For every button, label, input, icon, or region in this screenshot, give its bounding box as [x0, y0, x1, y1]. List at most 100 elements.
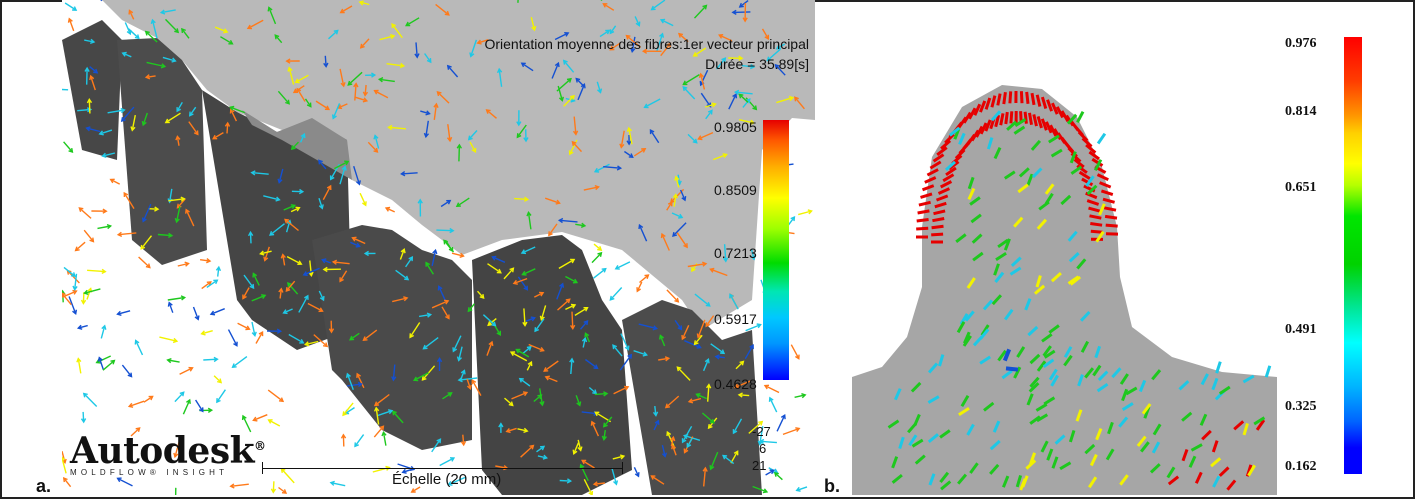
fiber-arrow-head: [390, 34, 396, 40]
fiber-arrow: [734, 380, 751, 389]
fiber-arrow-head: [194, 315, 200, 321]
fiber-arrow-head: [649, 128, 655, 135]
fiber-dash: [932, 153, 945, 163]
fiber-arrow: [174, 440, 181, 457]
fiber-arrow: [776, 96, 794, 104]
fiber-arrow: [719, 34, 733, 42]
fiber-arrow: [458, 346, 463, 361]
fiber-arrow-head: [400, 171, 406, 177]
fiber-dash: [1034, 284, 1046, 295]
fiber-arrow: [324, 55, 327, 67]
fiber-arrow-head: [520, 62, 526, 68]
fiber-arrow: [451, 252, 464, 257]
scale-bar-label: Échelle (20 mm): [392, 471, 502, 488]
fiber-arrow: [661, 444, 666, 457]
fiber-arrow: [295, 74, 309, 83]
fiber-arrow: [700, 73, 706, 90]
fiber-arrow: [142, 203, 152, 222]
fiber-arrow: [99, 129, 113, 135]
fiber-arrow: [122, 52, 132, 58]
fiber-arrow: [469, 141, 477, 153]
fiber-arrow: [386, 63, 404, 67]
fiber-dash: [1181, 448, 1189, 462]
fiber-arrow-head: [721, 57, 727, 63]
fiber-arrow-head: [487, 321, 493, 327]
fiber-dash: [1086, 199, 1100, 206]
fiber-arrow: [242, 415, 252, 433]
fiber-dash: [958, 132, 966, 145]
fiber-arrow-head: [732, 93, 738, 99]
fiber-arrow-head: [399, 62, 406, 69]
fiber-arrow: [350, 241, 360, 248]
fiber-arrow-head: [355, 180, 361, 186]
fiber-arrow-head: [522, 321, 528, 327]
fiber-dash: [995, 252, 1007, 262]
fiber-arrow-head: [384, 206, 391, 212]
fiber-dash: [1099, 181, 1112, 189]
fiber-arrow: [164, 18, 179, 33]
fiber-arrow: [161, 9, 176, 14]
fiber-arrow: [278, 486, 287, 494]
fiber-dash: [1218, 385, 1231, 395]
fiber-arrow: [159, 336, 178, 342]
fiber-arrow-head: [790, 216, 796, 222]
fiber-arrow-head: [229, 105, 235, 111]
fiber-arrow: [346, 373, 354, 391]
fiber-arrow: [764, 384, 780, 394]
fiber-arrow: [557, 85, 563, 101]
fiber-arrow-head: [159, 9, 166, 15]
fiber-dash: [963, 331, 971, 344]
fiber-arrow: [694, 293, 711, 307]
fiber-arrow: [594, 411, 612, 423]
fiber-arrow-head: [213, 279, 219, 285]
fiber-dash: [1055, 106, 1065, 119]
fiber-arrow-head: [373, 147, 379, 153]
fiber-arrow: [121, 364, 133, 378]
fiber-arrow: [577, 439, 582, 451]
fiber-arrow-head: [246, 24, 253, 30]
fiber-arrow-head: [704, 358, 710, 364]
fiber-dash: [1068, 429, 1076, 443]
fiber-arrow-head: [145, 263, 151, 269]
fiber-arrow: [415, 42, 418, 58]
fiber-arrow-head: [539, 346, 545, 352]
fiber-arrow: [62, 88, 69, 91]
fiber-dash: [967, 176, 975, 190]
fiber-arrow-head: [674, 175, 680, 181]
fiber-arrow-head: [664, 403, 671, 409]
fiber-arrow-head: [452, 347, 458, 353]
simulation-title: Orientation moyenne des fibres:1er vecte…: [484, 34, 809, 74]
fiber-dash: [989, 439, 1001, 451]
fiber-arrow: [612, 344, 623, 357]
fiber-arrow: [435, 3, 450, 16]
fiber-dash: [1024, 298, 1032, 311]
fiber-arrow-head: [555, 199, 561, 205]
fiber-arrow-head: [467, 307, 473, 313]
fiber-dash: [1096, 173, 1109, 182]
fiber-arrow: [385, 207, 395, 213]
fiber-arrow-head: [83, 289, 89, 295]
fiber-arrow: [517, 0, 519, 3]
fiber-arrow-head: [89, 74, 95, 81]
fiber-arrow: [78, 324, 88, 329]
fiber-arrow-head: [579, 463, 585, 469]
fiber-arrow: [615, 261, 631, 270]
fiber-arrow-head: [456, 356, 462, 362]
fiber-arrow: [443, 239, 455, 253]
fiber-arrow: [442, 392, 452, 400]
fiber-arrow: [649, 129, 660, 144]
fiber-arrow-head: [543, 367, 549, 372]
fiber-arrow: [467, 303, 476, 312]
fiber-arrow-head: [126, 29, 132, 36]
fiber-arrow: [540, 305, 547, 320]
fiber-arrow: [182, 399, 191, 415]
fiber-arrow: [388, 126, 406, 130]
fiber-arrow: [565, 275, 578, 284]
fiber-arrow-head: [82, 392, 88, 398]
fiber-dash: [1030, 139, 1042, 151]
fiber-arrow-head: [160, 63, 167, 69]
fiber-arrow: [68, 296, 77, 314]
fiber-arrow: [140, 235, 153, 250]
fiber-arrow-head: [628, 153, 634, 158]
fiber-arrow-head: [580, 222, 587, 228]
